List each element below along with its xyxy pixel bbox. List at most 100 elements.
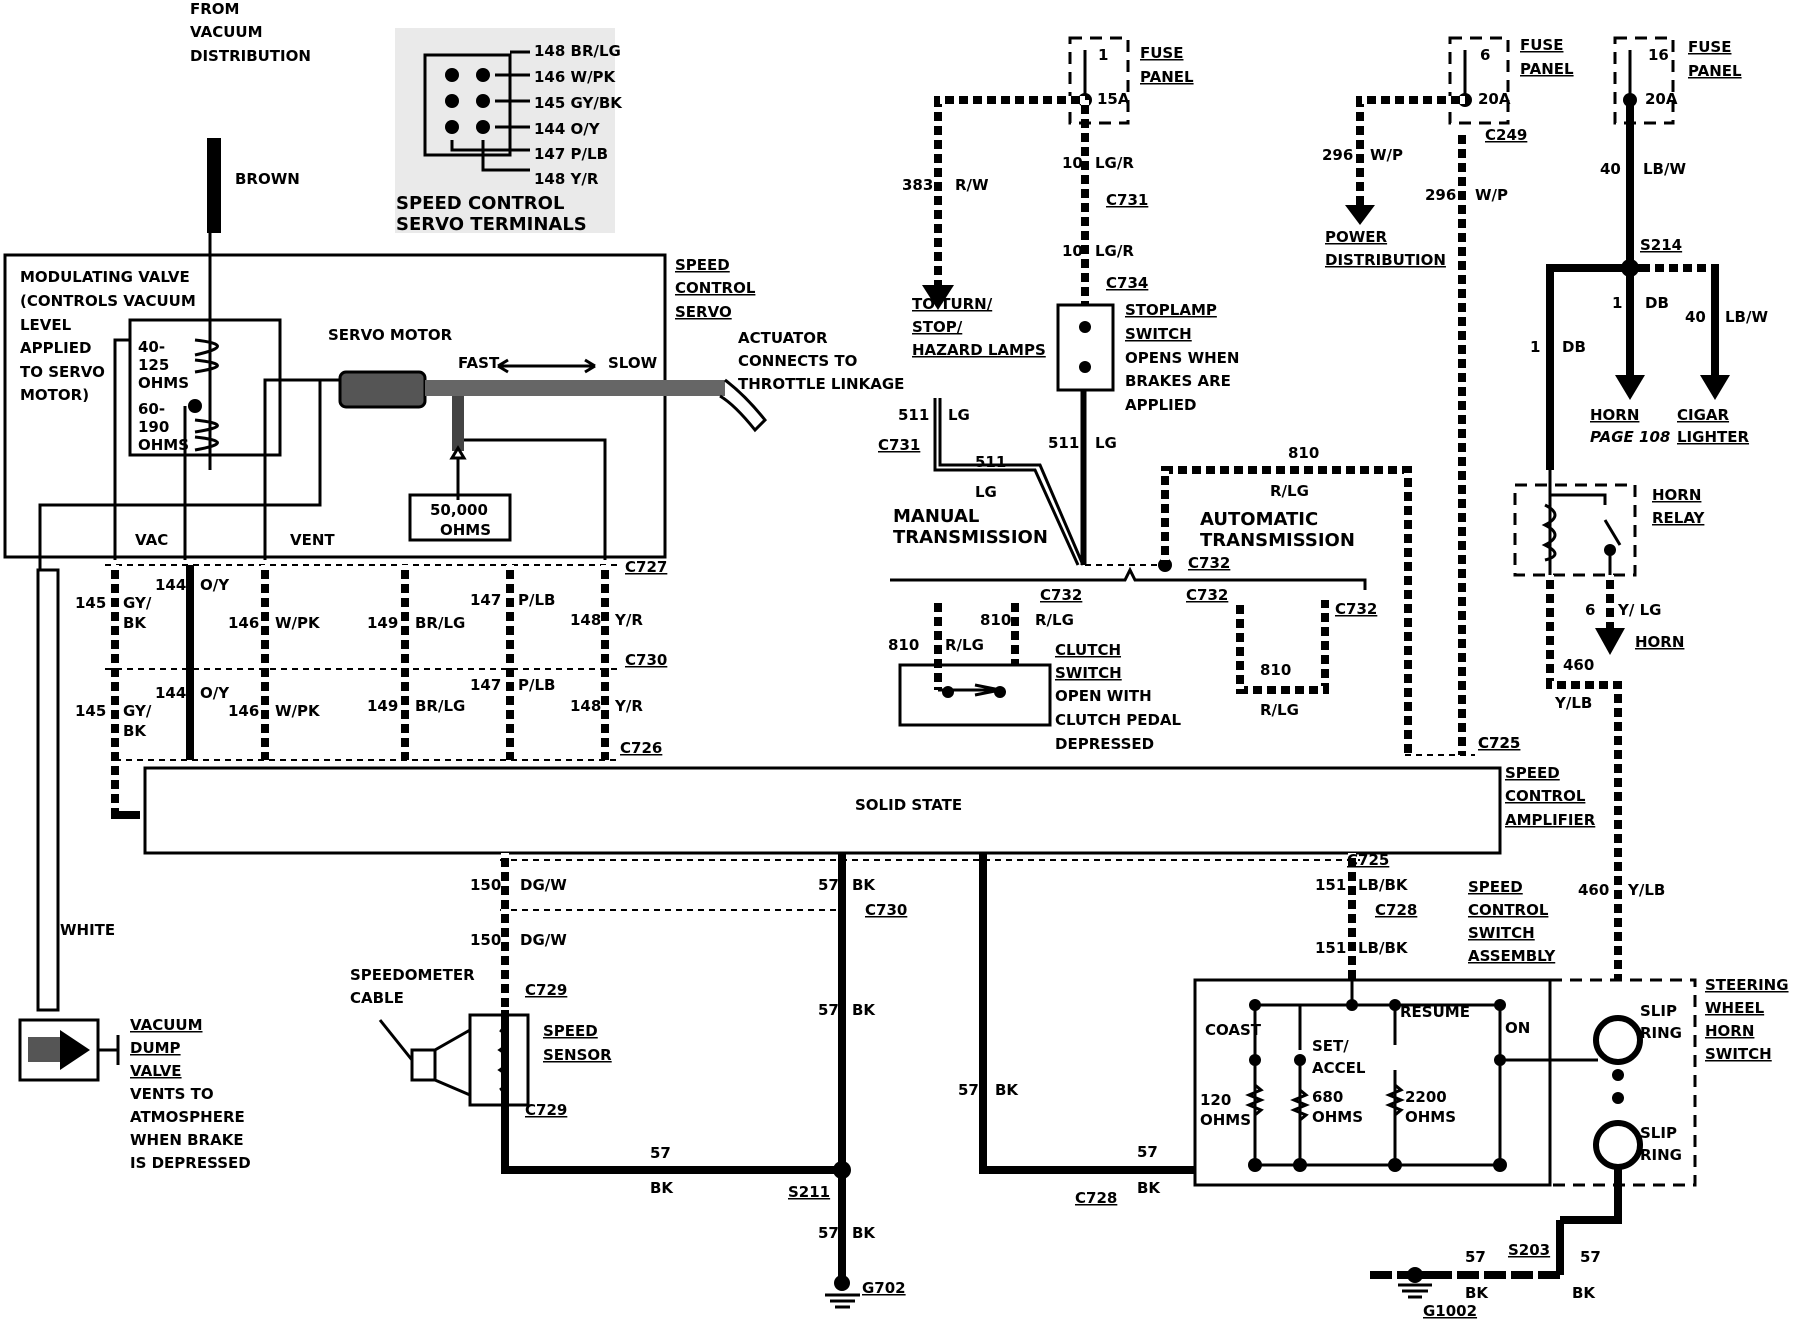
connector-c726: C726 <box>620 739 662 757</box>
svg-text:SPEED: SPEED <box>1468 878 1523 896</box>
svg-text:TRANSMISSION: TRANSMISSION <box>1200 530 1355 551</box>
svg-text:LB/BK: LB/BK <box>1358 939 1409 957</box>
slip-ring-upper <box>1593 1015 1643 1065</box>
svg-text:TO SERVO: TO SERVO <box>20 363 105 381</box>
coil-a-ohms: 40- <box>138 338 165 356</box>
vacuum-dump-label: VACUUM DUMP VALVE VENTS TO ATMOSPHERE WH… <box>130 1016 251 1172</box>
svg-text:POWER: POWER <box>1325 228 1388 246</box>
svg-text:LB/BK: LB/BK <box>1358 876 1409 894</box>
svg-text:ATMOSPHERE: ATMOSPHERE <box>130 1108 245 1126</box>
svg-text:296: 296 <box>1322 146 1353 164</box>
steering-wheel-label: STEERING WHEEL HORN SWITCH <box>1705 976 1789 1063</box>
svg-text:C725: C725 <box>1478 734 1520 752</box>
svg-text:MODULATING VALVE: MODULATING VALVE <box>20 268 190 286</box>
svg-text:Y/R: Y/R <box>614 611 643 629</box>
svg-text:C731: C731 <box>878 436 920 454</box>
svg-text:810: 810 <box>1288 444 1319 462</box>
connector-c730: C730 <box>625 651 667 669</box>
svg-text:57: 57 <box>1580 1248 1601 1266</box>
fuse-6: 6 20A <box>1448 36 1511 125</box>
r2200-label: 2200 <box>1405 1088 1447 1106</box>
svg-text:511: 511 <box>975 453 1006 471</box>
svg-text:810: 810 <box>980 611 1011 629</box>
svg-text:FUSE: FUSE <box>1688 38 1731 56</box>
svg-text:APPLIED: APPLIED <box>20 339 91 357</box>
svg-text:RING: RING <box>1640 1146 1682 1164</box>
svg-text:IS DEPRESSED: IS DEPRESSED <box>130 1154 251 1172</box>
svg-text:SPEED: SPEED <box>543 1022 598 1040</box>
switch-assembly-label: SPEED CONTROL SWITCH ASSEMBLY <box>1468 878 1556 965</box>
svg-text:57: 57 <box>650 1144 671 1162</box>
slip-ring-label: SLIP <box>1640 1002 1677 1020</box>
svg-text:1: 1 <box>1612 294 1622 312</box>
svg-text:C730: C730 <box>865 901 907 919</box>
svg-text:LG/R: LG/R <box>1095 242 1134 260</box>
svg-text:C728: C728 <box>1075 1189 1117 1207</box>
svg-text:PANEL: PANEL <box>1140 68 1194 86</box>
svg-text:15A: 15A <box>1097 90 1130 108</box>
svg-text:1: 1 <box>1530 338 1540 356</box>
brown-hose-label: BROWN <box>235 170 300 188</box>
svg-text:BK: BK <box>1137 1179 1161 1197</box>
svg-text:R/LG: R/LG <box>1260 701 1299 719</box>
svg-text:150: 150 <box>470 931 501 949</box>
svg-text:RELAY: RELAY <box>1652 509 1706 527</box>
svg-text:ACCEL: ACCEL <box>1312 1059 1366 1077</box>
svg-text:MOTOR): MOTOR) <box>20 386 89 404</box>
svg-text:HORN: HORN <box>1652 486 1701 504</box>
pin-148-brlg: 148 BR/LG <box>534 42 621 60</box>
svg-text:HORN: HORN <box>1705 1022 1754 1040</box>
svg-text:57: 57 <box>818 1224 839 1242</box>
white-hose-label: WHITE <box>60 921 115 939</box>
svg-text:CONTROL: CONTROL <box>1505 787 1586 805</box>
svg-text:57: 57 <box>1137 1143 1158 1161</box>
connector-c727: C727 <box>625 558 667 576</box>
svg-text:ACTUATOR: ACTUATOR <box>738 329 828 347</box>
servo-harness-wires <box>111 565 609 819</box>
speed-sensor <box>468 1013 530 1107</box>
svg-text:G1002: G1002 <box>1423 1302 1477 1320</box>
svg-text:DG/W: DG/W <box>520 876 567 894</box>
fast-label: FAST <box>458 354 500 372</box>
svg-text:W/PK: W/PK <box>275 614 321 632</box>
svg-text:PANEL: PANEL <box>1688 62 1742 80</box>
svg-text:149: 149 <box>367 614 398 632</box>
svg-text:149: 149 <box>367 697 398 715</box>
svg-text:WHEN BRAKE: WHEN BRAKE <box>130 1131 244 1149</box>
svg-text:148: 148 <box>570 697 601 715</box>
svg-text:LG: LG <box>1095 434 1117 452</box>
set-accel-label: SET/ <box>1312 1037 1349 1055</box>
svg-text:R/LG: R/LG <box>1035 611 1074 629</box>
svg-text:57: 57 <box>958 1081 979 1099</box>
svg-text:THROTTLE LINKAGE: THROTTLE LINKAGE <box>738 375 904 393</box>
svg-text:LG: LG <box>975 483 997 501</box>
power-distribution-label: POWER DISTRIBUTION <box>1325 228 1446 269</box>
svg-text:FUSE: FUSE <box>1140 44 1183 62</box>
cigar-lighter-label: CIGAR LIGHTER <box>1677 406 1749 446</box>
svg-text:(CONTROLS VACUUM: (CONTROLS VACUUM <box>20 292 196 310</box>
pin-144-oy: 144 O/Y <box>534 120 601 138</box>
svg-text:50,000: 50,000 <box>430 501 488 519</box>
svg-text:10: 10 <box>1062 154 1083 172</box>
svg-text:S214: S214 <box>1640 236 1682 254</box>
svg-text:57: 57 <box>818 1001 839 1019</box>
horn-relay-label: HORN RELAY <box>1652 486 1706 527</box>
svg-text:151: 151 <box>1315 939 1346 957</box>
svg-text:MANUAL: MANUAL <box>893 506 979 527</box>
svg-text:BK: BK <box>995 1081 1019 1099</box>
svg-text:144: 144 <box>155 684 186 702</box>
svg-text:C728: C728 <box>1375 901 1417 919</box>
svg-text:460: 460 <box>1578 881 1609 899</box>
svg-text:383: 383 <box>902 176 933 194</box>
svg-text:TRANSMISSION: TRANSMISSION <box>893 527 1048 548</box>
svg-text:OHMS: OHMS <box>1405 1108 1456 1126</box>
svg-text:150: 150 <box>470 876 501 894</box>
svg-text:BK: BK <box>852 1224 876 1242</box>
servo-motor-label: SERVO MOTOR <box>328 326 453 344</box>
svg-text:BR/LG: BR/LG <box>415 614 465 632</box>
amplifier-center-label: SOLID STATE <box>855 796 962 814</box>
pin-147-plb: 147 P/LB <box>534 145 608 163</box>
horn-page-label: HORN PAGE 108 <box>1590 406 1670 446</box>
svg-text:GY/: GY/ <box>123 594 152 612</box>
svg-text:PANEL: PANEL <box>1520 60 1574 78</box>
